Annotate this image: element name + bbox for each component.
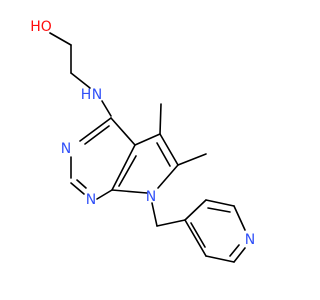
bond-n7-c7a [111, 189, 148, 194]
pyrrole-n-label: N [146, 189, 156, 205]
bond-pyr-c2-n [233, 205, 246, 231]
bond-n1-c7a [96, 189, 113, 200]
bond-pyr-c3-c2-inner [207, 207, 231, 213]
bond-pyr-c3-c2 [205, 199, 235, 207]
bond-c7a-c4a [111, 144, 136, 191]
hydroxyl-label: HO [30, 19, 52, 35]
bond-pyr-c6-c5 [205, 255, 235, 263]
bond-o-c1 [49, 32, 72, 46]
bond-pyr-c4-c3 [184, 199, 207, 221]
bond-pyr-c5-c4-inner [190, 222, 206, 248]
bond-c5-c6-inner [156, 142, 171, 167]
bond-c5-c6-double [159, 133, 179, 166]
bond-c6-methyl [177, 153, 207, 166]
bond-c2-n [70, 72, 91, 89]
molecule-structure: HO N H N N N N [30, 19, 255, 263]
bond-c4a-c5 [134, 133, 161, 146]
bond-c6-n7 [157, 164, 179, 189]
bond-n-c4 [101, 100, 112, 117]
bond-c2-n1-double [70, 182, 85, 195]
bond-ch2-c4pyr [156, 219, 186, 227]
bond-c4a-c4 [110, 117, 136, 146]
pyridine-n-label: N [245, 232, 255, 248]
bond-layer [49, 32, 246, 263]
pyrimidine-n1-label: N [86, 192, 96, 208]
amine-n-label: N [92, 87, 102, 103]
bond-c5-methyl [159, 103, 162, 135]
structure-canvas: HO N H N N N N [30, 19, 255, 263]
bond-n7-ch2 [151, 202, 158, 227]
bond-pyr-n-c6 [233, 247, 246, 263]
bond-pyr-c5-c4 [184, 219, 207, 257]
bond-c4-n3-double [79, 117, 112, 142]
bond-pyr-n-c6-inner [229, 244, 240, 257]
bond-c2-n1-inner [76, 179, 87, 189]
bond-c4a-c7a-inner [118, 155, 137, 187]
atom-label-layer: HO N H N N N N [30, 19, 255, 248]
pyrimidine-n3-label: N [61, 141, 71, 157]
amine-h-label: H [81, 87, 92, 103]
bond-c4-n3-inner [84, 125, 110, 145]
